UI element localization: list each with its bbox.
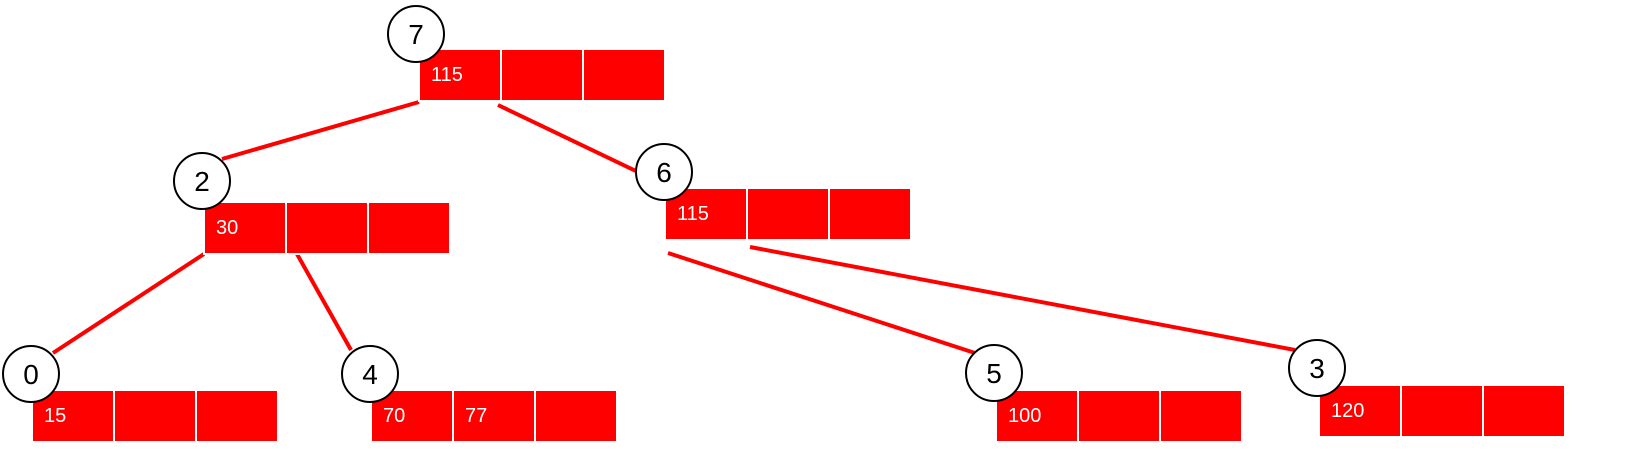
edge-2-to-0 [51,252,206,355]
node-7-circle [387,5,445,63]
node-3-cell-1 [1400,384,1484,438]
node-3-cell-2 [1482,384,1566,438]
node-5-cell-1 [1077,389,1161,443]
node-3-cell-0-value: 120 [1331,400,1364,422]
edge-7-to-6 [497,103,639,174]
node-0-cell-0-value: 15 [44,405,66,427]
node-6-circle [635,143,693,201]
tree-edges [51,100,1296,355]
node-4-cell-0-value: 70 [383,405,405,427]
node-6-cell-2 [828,187,912,241]
tree-node-2: 30 2 [173,152,451,255]
node-0-circle [2,345,60,403]
tree-node-4: 70 77 4 [341,345,618,443]
node-4-cell-1 [452,389,536,443]
node-6-cell-0-value: 115 [677,203,709,225]
tree-node-7: 115 7 [387,5,666,102]
edge-7-to-2 [221,100,420,161]
node-2-cell-1 [285,201,369,255]
node-5-id-label: 5 [986,358,1002,389]
node-6-id-label: 6 [656,157,672,188]
node-4-cell-2 [534,389,618,443]
node-5-cell-0-value: 100 [1008,405,1041,427]
node-6-cell-1 [746,187,830,241]
node-5-cell-2 [1159,389,1243,443]
tree-node-3: 120 3 [1288,339,1566,438]
node-0-cell-1 [113,389,197,443]
node-2-cell-0 [203,201,287,255]
node-7-cell-1 [500,48,584,102]
edge-6-to-3 [749,245,1296,352]
node-2-cell-2 [367,201,451,255]
node-0-cell-2 [195,389,279,443]
node-0-id-label: 0 [23,359,39,390]
node-5-circle [965,344,1023,402]
node-7-cell-2 [582,48,666,102]
node-4-circle [341,345,399,403]
node-2-cell-0-value: 30 [216,217,238,239]
node-7-id-label: 7 [408,19,424,50]
edge-6-to-5 [667,251,976,355]
node-4-id-label: 4 [362,359,378,390]
node-3-id-label: 3 [1309,353,1325,384]
tree-node-5: 100 5 [965,344,1243,443]
node-3-circle [1288,339,1346,397]
tree-node-0: 150 [2,345,279,443]
edge-2-to-4 [295,253,353,351]
node-4-cell-1-value: 77 [465,405,487,427]
node-2-circle [173,152,231,210]
node-3-cell-0 [1318,384,1402,438]
node-2-id-label: 2 [194,166,210,197]
node-7-cell-0-value: 115 [431,64,463,86]
